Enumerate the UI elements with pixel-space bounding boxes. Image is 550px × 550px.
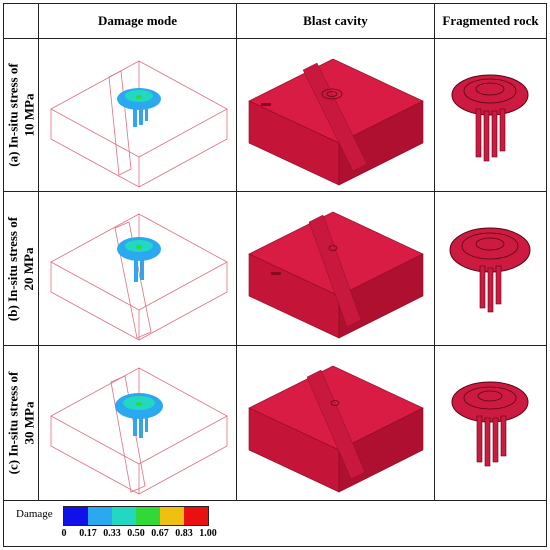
legend-tick: 0.67 <box>151 528 169 539</box>
legend-swatch <box>88 507 112 525</box>
legend-tick: 0.50 <box>127 528 145 539</box>
blast-cavity-image-b <box>237 192 434 345</box>
legend-tick: 0 <box>61 528 67 539</box>
damage-mode-image-a <box>39 39 236 191</box>
legend-tick: 0.33 <box>103 528 121 539</box>
grid-line <box>38 4 39 500</box>
legend-tick: 1.00 <box>199 528 217 539</box>
legend-tick: 0.17 <box>79 528 97 539</box>
legend-swatch <box>136 507 160 525</box>
figure-frame: Damage mode Blast cavity Fragmented rock… <box>3 3 547 547</box>
legend-swatch <box>112 507 136 525</box>
header-fragmented-rock: Fragmented rock <box>442 13 539 28</box>
legend-title: Damage <box>16 508 53 520</box>
grid-line <box>434 4 435 500</box>
grid-line <box>4 345 546 346</box>
fragmented-rock-image-c <box>435 346 546 500</box>
header-damage-mode: Damage mode <box>97 13 178 28</box>
legend-swatch <box>64 507 88 525</box>
damage-mode-image-c <box>39 346 236 500</box>
grid-line <box>236 4 237 500</box>
legend-tick: 0.83 <box>175 528 193 539</box>
damage-mode-image-b <box>39 192 236 345</box>
blast-cavity-image-c <box>237 346 434 500</box>
grid-line <box>4 500 546 501</box>
header-blast-cavity: Blast cavity <box>303 13 368 28</box>
legend-color-bar <box>63 506 209 526</box>
legend-swatch <box>160 507 184 525</box>
fragmented-rock-image-b <box>435 192 546 345</box>
blast-cavity-image-a <box>237 39 434 191</box>
grid-line <box>4 38 546 39</box>
legend-swatch <box>184 507 208 525</box>
grid-line <box>4 191 546 192</box>
fragmented-rock-image-a <box>435 39 546 191</box>
